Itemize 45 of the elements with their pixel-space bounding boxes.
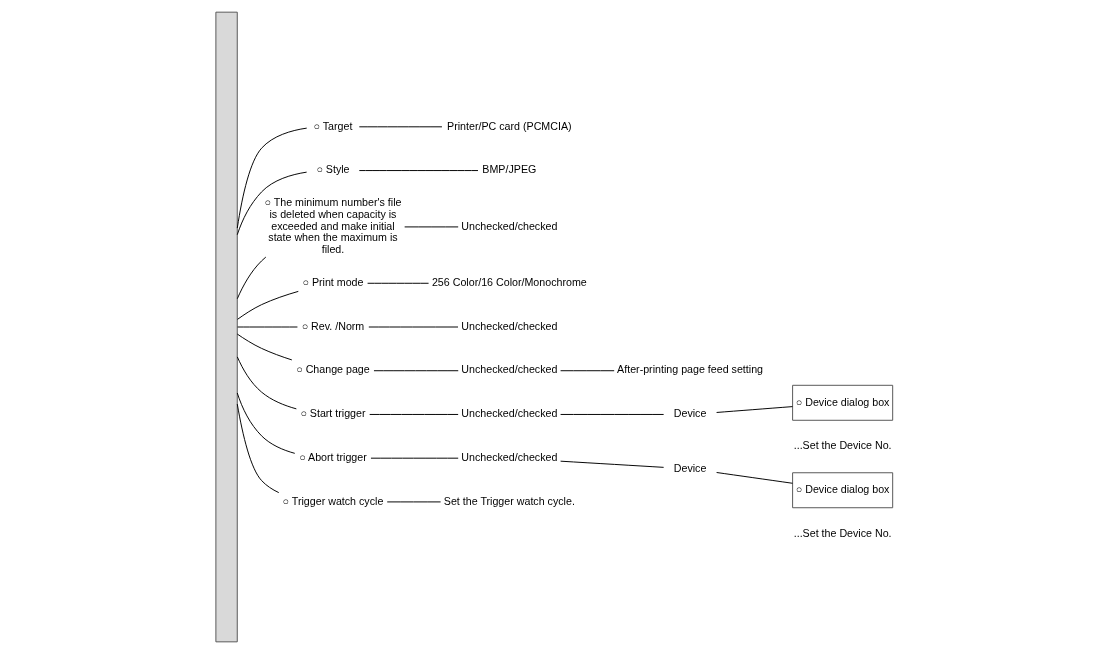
connector	[715, 406, 793, 413]
node-text: Unchecked/checked	[460, 219, 557, 232]
node-text: ○ Abort trigger	[298, 450, 367, 463]
node-text: ○ Rev. /Norm	[301, 319, 364, 332]
node-text: ○ Print mode	[301, 275, 363, 288]
node-box: ○ Device dialog box	[791, 472, 893, 509]
connector	[366, 282, 429, 284]
connector	[358, 170, 478, 172]
connector	[236, 356, 297, 410]
node-text: Unchecked/checked	[460, 450, 557, 463]
connector	[559, 460, 664, 468]
connector	[559, 413, 664, 415]
connector	[715, 472, 793, 484]
node-text: ○ Change page	[295, 363, 370, 376]
node-text: ○ Trigger watch cycle	[282, 494, 383, 507]
connector	[372, 370, 459, 372]
node-text: After-printing page feed setting	[616, 363, 763, 376]
connector	[559, 370, 615, 372]
connector	[236, 290, 299, 320]
node-text: ○ Start trigger	[299, 407, 366, 420]
node-bar	[214, 11, 238, 643]
node-text: Printer/PC card (PCMCIA)	[446, 119, 572, 132]
node-text: Device	[673, 461, 706, 474]
connector	[236, 392, 295, 454]
connector	[368, 413, 459, 415]
node-text: Unchecked/checked	[460, 319, 557, 332]
node-text: Unchecked/checked	[460, 407, 557, 420]
node-text: Device	[673, 407, 706, 420]
node-label: ...Set the Device No.	[793, 439, 892, 452]
connector	[369, 457, 459, 459]
node-text: 256 Color/16 Color/Monochrome	[431, 275, 587, 288]
node-box: ○ Device dialog box	[791, 384, 893, 421]
connector	[358, 126, 442, 128]
node-label: ...Set the Device No.	[793, 526, 892, 539]
node-text: BMP/JPEG	[481, 163, 536, 176]
connector	[236, 403, 279, 494]
node-text: Unchecked/checked	[460, 363, 557, 376]
node-text: ○ The minimum number's file is deleted when capacity is exceeded and make initial state when the maximum is filed.	[263, 196, 401, 255]
node-text: Set the Trigger watch cycle.	[443, 494, 575, 507]
node-text: ○ Target	[313, 119, 352, 132]
connector	[236, 256, 266, 300]
connector	[236, 171, 307, 236]
connector	[236, 333, 292, 361]
connector	[236, 127, 307, 229]
node-text: ○ Style	[315, 163, 350, 176]
